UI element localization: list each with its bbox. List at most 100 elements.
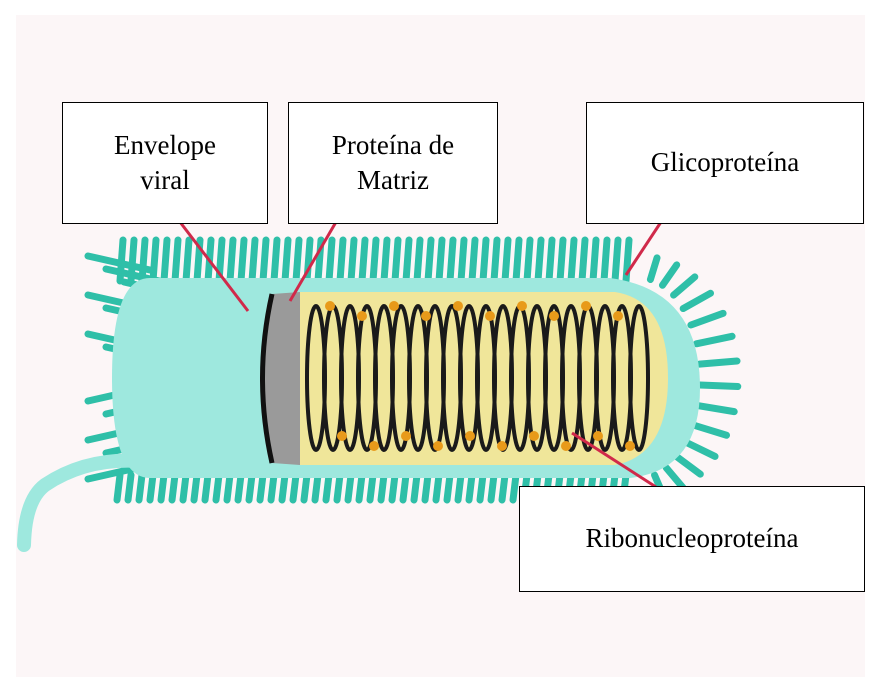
nucleoprotein-node [497, 441, 507, 451]
glycoprotein-spike [472, 240, 475, 281]
glycoprotein-spike [505, 240, 508, 281]
glycoprotein-label-text: Glicoproteína [651, 145, 799, 180]
glycoprotein-spike [480, 475, 483, 500]
glycoprotein-spike [326, 475, 329, 500]
ribonucleoprotein-label-text: Ribonucleoproteína [586, 521, 799, 556]
glycoprotein-spike [571, 240, 574, 281]
glycoprotein-spike [329, 240, 332, 281]
glycoprotein-spike [650, 258, 657, 280]
glycoprotein-spike [469, 475, 472, 500]
glycoprotein-spike [549, 240, 552, 281]
ribonucleoprotein-label: Ribonucleoproteína [519, 486, 865, 592]
glycoprotein-spike [662, 265, 676, 285]
glycoprotein-spike [392, 475, 395, 500]
glycoprotein-spike [527, 240, 530, 281]
matrix-label-line1: Proteína de [332, 128, 454, 163]
envelope-label-line1: Envelope [114, 128, 216, 163]
envelope-label: Envelope viral [62, 102, 268, 224]
glycoprotein-spike [494, 240, 497, 281]
glycoprotein-spike [227, 475, 230, 500]
glycoprotein-spike [491, 475, 494, 500]
nucleoprotein-node [357, 311, 367, 321]
matrix-label: Proteína de Matriz [288, 102, 498, 224]
glycoprotein-spike [691, 313, 723, 325]
glycoprotein-spike [417, 240, 420, 281]
nucleoprotein-node [369, 441, 379, 451]
glycoprotein-spike [403, 475, 406, 500]
glycoprotein-spike [307, 240, 310, 281]
nucleoprotein-node [593, 431, 603, 441]
glycoprotein-spike [373, 240, 376, 281]
glycoprotein-spike [674, 277, 695, 295]
glycoprotein-spike [351, 240, 354, 281]
glycoprotein-spike [285, 240, 288, 281]
nucleoprotein-node [517, 301, 527, 311]
glycoprotein-spike [370, 475, 373, 500]
glycoprotein-spike [274, 240, 277, 281]
glycoprotein-spike [513, 475, 516, 500]
glycoprotein-spike [172, 475, 175, 500]
glycoprotein-spike [175, 240, 178, 281]
nucleoprotein-node [625, 441, 635, 451]
glycoprotein-spike [340, 240, 343, 281]
glycoprotein-spike [406, 240, 409, 281]
nucleoprotein-node [389, 301, 399, 311]
glycoprotein-spike [271, 475, 274, 500]
glycoprotein-spike [139, 475, 142, 500]
glycoprotein-spike [238, 475, 241, 500]
glycoprotein-spike [502, 475, 505, 500]
glycoprotein-spike [696, 336, 732, 344]
glycoprotein-spike [538, 240, 541, 281]
glycoprotein-spike [436, 475, 439, 500]
glycoprotein-spike [516, 240, 519, 281]
glycoprotein-spike [677, 457, 700, 474]
nucleoprotein-node [549, 311, 559, 321]
glycoprotein-spike [164, 240, 167, 281]
glycoprotein-spike [414, 475, 417, 500]
glycoprotein-spike [359, 475, 362, 500]
nucleoprotein-node [337, 431, 347, 441]
glycoprotein-spike [461, 240, 464, 281]
glycoprotein-spike [153, 240, 156, 281]
glycoprotein-spike [439, 240, 442, 281]
glycoprotein-spike [362, 240, 365, 281]
nucleoprotein-node [465, 431, 475, 441]
glycoprotein-spike [150, 475, 153, 500]
glycoprotein-spike [683, 293, 710, 308]
glycoprotein-spike [128, 475, 131, 500]
glycoprotein-spike [117, 475, 120, 500]
glycoprotein-spike [194, 475, 197, 500]
glycoprotein-spike [593, 240, 596, 281]
glycoprotein-label: Glicoproteína [586, 102, 864, 224]
glycoprotein-spike [384, 240, 387, 281]
glycoprotein-spike [249, 475, 252, 500]
glycoprotein-spike [315, 475, 318, 500]
glycoprotein-spike [230, 240, 233, 281]
glycoprotein-spike [381, 475, 384, 500]
glycoprotein-spike [693, 425, 727, 435]
glycoprotein-spike [263, 240, 266, 281]
glycoprotein-spike [582, 240, 585, 281]
nucleoprotein-node [401, 431, 411, 441]
glycoprotein-spike [282, 475, 285, 500]
glycoprotein-spike [700, 385, 738, 387]
glycoprotein-spike [604, 240, 607, 281]
glycoprotein-spike [686, 442, 715, 456]
nucleoprotein-node [529, 431, 539, 441]
glycoprotein-spike [447, 475, 450, 500]
nucleoprotein-node [613, 311, 623, 321]
glycoprotein-spike [260, 475, 263, 500]
glycoprotein-spike [205, 475, 208, 500]
glycoprotein-spike [395, 240, 398, 281]
glycoprotein-spike [241, 240, 244, 281]
glycoprotein-spike [186, 240, 189, 281]
glycoprotein-spike [458, 475, 461, 500]
glycoprotein-spike [296, 240, 299, 281]
glycoprotein-spike [348, 475, 351, 500]
glycoprotein-spike [666, 468, 683, 488]
nucleoprotein-node [453, 301, 463, 311]
glycoprotein-spike [161, 475, 164, 500]
glycoprotein-spike [183, 475, 186, 500]
glycoprotein-spike [450, 240, 453, 281]
